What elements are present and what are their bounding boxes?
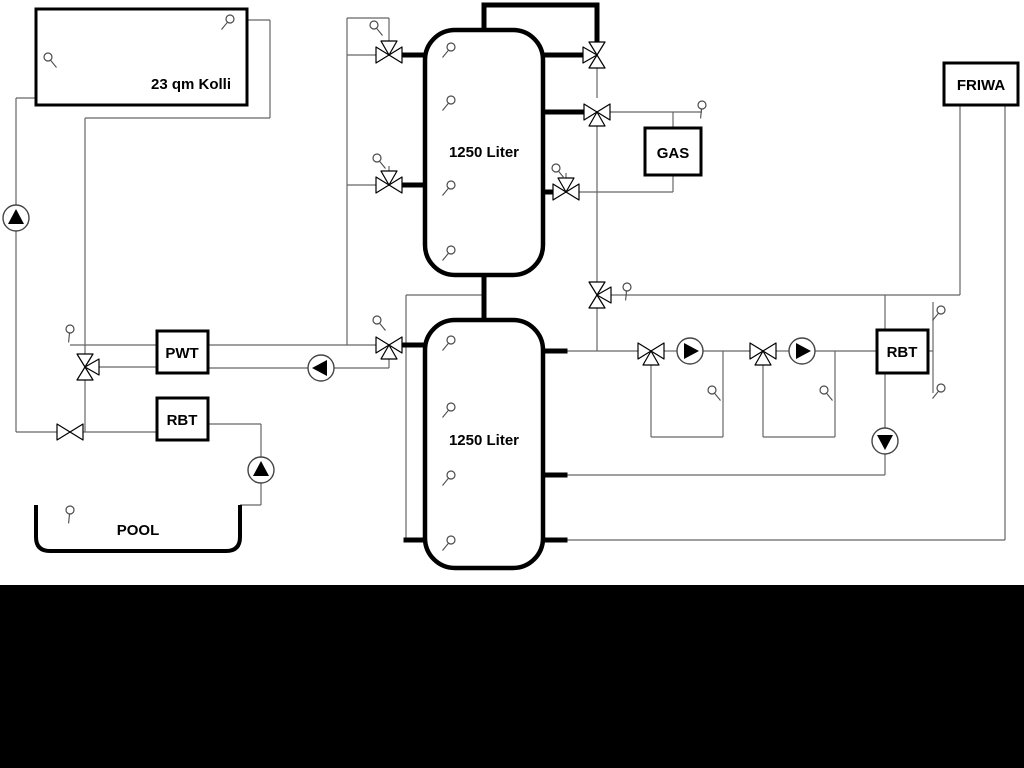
friwa-station-box: FRIWA <box>942 61 1020 107</box>
valve-pool-return-icon <box>56 423 84 441</box>
temp-sensor-icon <box>819 385 834 402</box>
temp-sensor-icon <box>707 385 722 402</box>
temp-sensor-icon <box>691 98 712 120</box>
pump-pool-icon <box>247 456 275 484</box>
friwa-label: FRIWA <box>957 77 1005 94</box>
rbt-left-label: RBT <box>167 412 198 429</box>
pumps <box>2 204 899 484</box>
tank-top-label: 1250 Liter <box>449 144 519 161</box>
pump-solar-icon <box>2 204 30 232</box>
temp-sensor-icon <box>372 315 387 332</box>
bottom-black-band <box>0 585 1024 768</box>
valves <box>56 40 777 441</box>
temp-sensor-icon <box>931 383 946 400</box>
pwt-heat-exchanger-box: PWT <box>155 329 210 375</box>
pump-circuit-1-icon <box>676 337 704 365</box>
rbt-right-box: RBT <box>875 328 930 375</box>
pool-basin: POOL <box>34 505 242 553</box>
three-way-valve-gas-return-icon <box>552 177 580 201</box>
rbt-right-label: RBT <box>887 344 918 361</box>
three-way-valve-tank-top-left-lower-icon <box>375 170 403 194</box>
temp-sensor-icon <box>551 163 566 180</box>
buffer-tank-bottom: 1250 Liter <box>422 317 546 571</box>
pwt-label: PWT <box>165 345 198 362</box>
temp-sensor-icon <box>59 322 80 344</box>
buffer-tank-top: 1250 Liter <box>422 27 546 278</box>
collector-label: 23 qm Kolli <box>151 76 231 93</box>
pool-label: POOL <box>117 522 160 539</box>
temp-sensor-icon <box>369 20 384 37</box>
pump-circuit-2-icon <box>788 337 816 365</box>
three-way-valve-pwt-primary-icon <box>76 353 100 381</box>
temp-sensor-icon <box>931 305 946 322</box>
tank-bottom-label: 1250 Liter <box>449 432 519 449</box>
temp-sensor-icon <box>372 153 387 170</box>
gas-boiler-box: GAS <box>643 126 703 177</box>
schematic-diagram: 23 qm Kolli 1250 Liter 1250 Liter GAS FR… <box>0 0 1024 585</box>
pump-rbt-icon <box>871 427 899 455</box>
three-way-valve-tank-top-left-upper-icon <box>375 40 403 64</box>
three-way-valve-mid-riser-icon <box>588 281 612 309</box>
thin-pipes <box>15 17 1006 541</box>
pump-pwt-icon <box>307 354 335 382</box>
rbt-left-box: RBT <box>155 396 210 442</box>
solar-collector-box: 23 qm Kolli <box>34 7 249 107</box>
three-way-valve-circuit-1-icon <box>637 342 665 366</box>
three-way-valve-tank-bottom-left-icon <box>375 336 403 360</box>
three-way-valve-top-header-icon <box>582 41 606 69</box>
diagram-svg: 23 qm Kolli 1250 Liter 1250 Liter GAS FR… <box>2 2 1020 571</box>
three-way-valve-circuit-2-icon <box>749 342 777 366</box>
three-way-valve-gas-flow-icon <box>583 103 611 127</box>
temp-sensor-icon <box>616 280 637 302</box>
gas-label: GAS <box>657 145 690 162</box>
